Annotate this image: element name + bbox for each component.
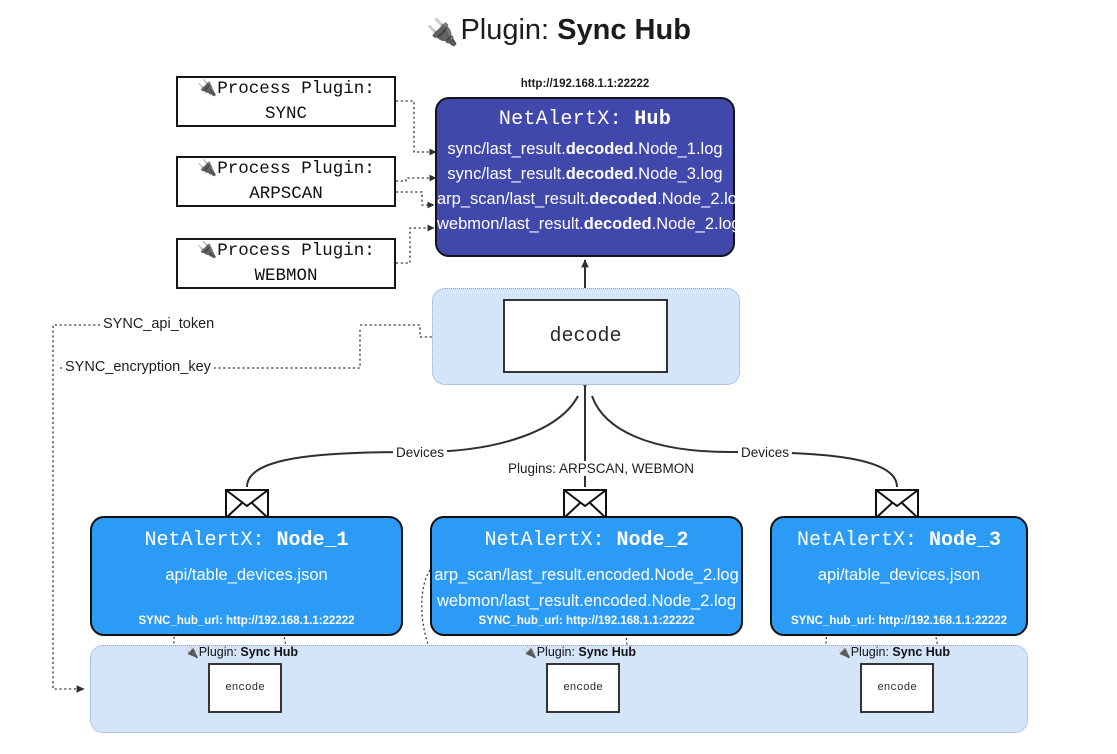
node-3-line: api/table_devices.json xyxy=(817,566,981,584)
encode-box-node-2[interactable]: encode xyxy=(546,663,620,713)
process-plugin-arpscan[interactable]: 🔌Process Plugin: ARPSCAN xyxy=(176,156,396,207)
node-2-title: NetAlertX: Node_2 xyxy=(484,529,689,552)
process-plugin-sync-name: SYNC xyxy=(264,103,307,124)
plugin-tag-encode-2: 🔌Plugin: Sync Hub xyxy=(523,645,637,659)
plug-icon: 🔌 xyxy=(837,647,851,659)
page-title-name: Sync Hub xyxy=(557,14,691,46)
node-2-line: arp_scan/last_result.encoded.Node_2.log xyxy=(434,566,739,584)
process-plugin-arpscan-name: ARPSCAN xyxy=(249,183,323,204)
page-title: 🔌Plugin: Sync Hub xyxy=(0,14,1117,47)
decode-box[interactable]: decode xyxy=(503,299,668,373)
encode-label: encode xyxy=(563,682,603,694)
page-title-label: Plugin: xyxy=(460,14,550,46)
plug-icon: 🔌 xyxy=(197,77,218,97)
node-box-node-2[interactable]: NetAlertX: Node_2 arp_scan/last_result.e… xyxy=(430,516,743,636)
plug-icon: 🔌 xyxy=(426,17,459,47)
node-2-footer: SYNC_hub_url: http://192.168.1.1:22222 xyxy=(478,615,695,627)
node-1-title: NetAlertX: Node_1 xyxy=(144,529,349,552)
hub-title: NetAlertX: Hub xyxy=(498,108,672,131)
hub-log-row: arp_scan/last_result.decoded.Node_2.log xyxy=(437,190,747,208)
hub-log-rows: sync/last_result.decoded.Node_1.log sync… xyxy=(437,137,747,237)
plugin-tag-encode-3: 🔌Plugin: Sync Hub xyxy=(837,645,951,659)
node-3-title: NetAlertX: Node_3 xyxy=(796,529,1002,552)
plug-icon: 🔌 xyxy=(197,239,218,259)
sync-api-token-label: SYNC_api_token xyxy=(100,316,218,332)
node-box-node-3[interactable]: NetAlertX: Node_3 api/table_devices.json… xyxy=(770,516,1028,636)
process-plugin-webmon-name: WEBMON xyxy=(254,265,318,286)
node-box-node-1[interactable]: NetAlertX: Node_1 api/table_devices.json… xyxy=(90,516,403,636)
process-plugin-sync-line1: 🔌Process Plugin: xyxy=(197,77,375,99)
process-plugin-webmon-line1: 🔌Process Plugin: xyxy=(197,239,375,261)
plug-icon: 🔌 xyxy=(523,647,537,659)
encode-label: encode xyxy=(877,682,917,694)
encode-box-node-3[interactable]: encode xyxy=(860,663,934,713)
hub-log-row: sync/last_result.decoded.Node_1.log xyxy=(447,140,723,158)
hub-log-row: sync/last_result.decoded.Node_3.log xyxy=(447,165,723,183)
encode-label: encode xyxy=(225,682,265,694)
plug-icon: 🔌 xyxy=(197,157,218,177)
plugin-tag-encode-1: 🔌Plugin: Sync Hub xyxy=(185,645,299,659)
node-1-footer: SYNC_hub_url: http://192.168.1.1:22222 xyxy=(138,615,355,627)
process-plugin-webmon[interactable]: 🔌Process Plugin: WEBMON xyxy=(176,238,396,289)
hub-node[interactable]: NetAlertX: Hub sync/last_result.decoded.… xyxy=(435,97,747,257)
hub-log-row: webmon/last_result.decoded.Node_2.log xyxy=(437,215,741,233)
encode-box-node-1[interactable]: encode xyxy=(208,663,282,713)
devices-left-label: Devices xyxy=(393,445,448,460)
plugins-mid-label: Plugins: ARPSCAN, WEBMON xyxy=(505,461,698,476)
process-plugin-sync[interactable]: 🔌Process Plugin: SYNC xyxy=(176,76,396,127)
process-plugin-arpscan-line1: 🔌Process Plugin: xyxy=(197,157,375,179)
decode-label: decode xyxy=(549,324,622,348)
node-1-line: api/table_devices.json xyxy=(165,566,328,584)
hub-url-label: http://192.168.1.1:22222 xyxy=(520,78,650,90)
node-3-footer: SYNC_hub_url: http://192.168.1.1:22222 xyxy=(790,615,1008,627)
plug-icon: 🔌 xyxy=(185,647,199,659)
node-2-line: webmon/last_result.encoded.Node_2.log xyxy=(436,592,737,610)
devices-right-label: Devices xyxy=(738,445,793,460)
envelope-icon-node-2 xyxy=(563,489,607,524)
sync-encryption-key-label: SYNC_encryption_key xyxy=(62,359,214,375)
